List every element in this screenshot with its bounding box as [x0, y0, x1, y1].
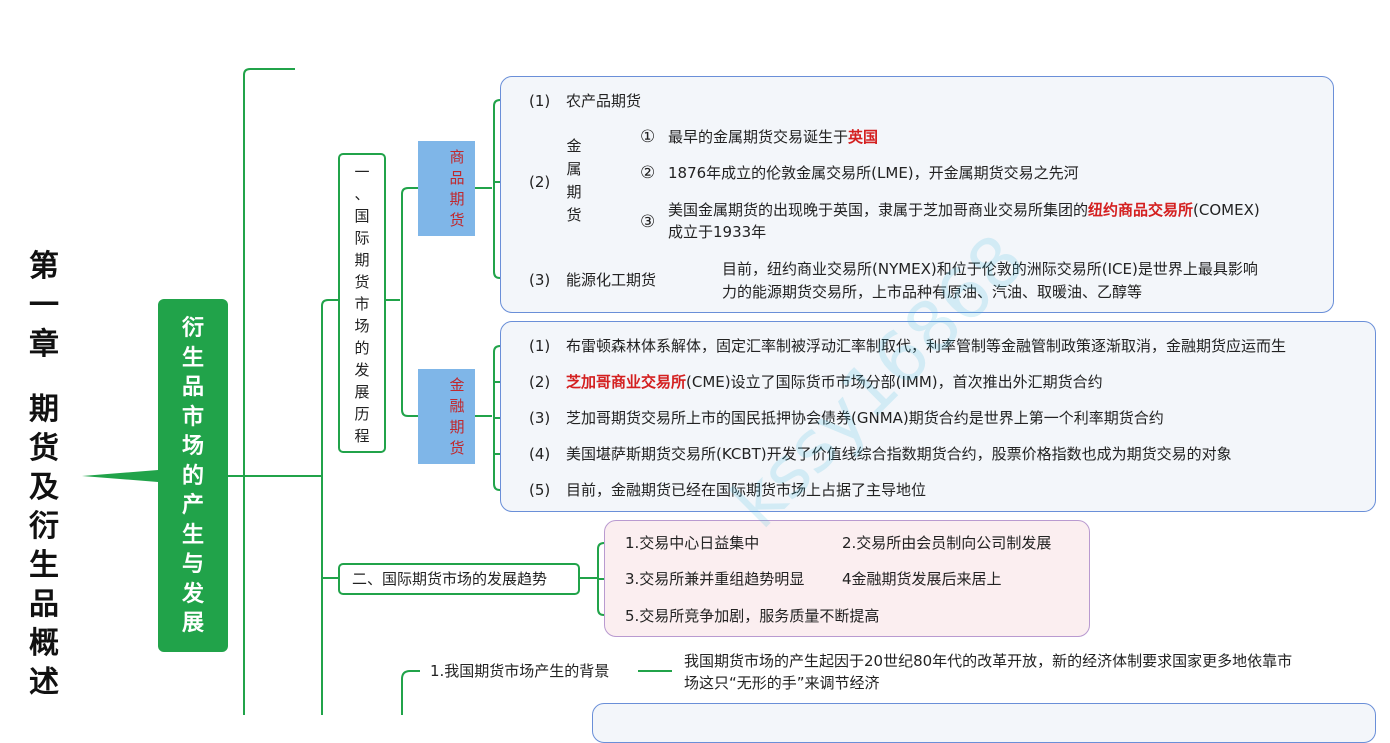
- agri-text: 农产品期货: [566, 92, 642, 110]
- metal-sub2-num: ②: [640, 163, 656, 183]
- metal-sub3-text: 美国金属期货的出现晚于英国，隶属于芝加哥商业交易所集团的纽约商品交易所(COME…: [668, 201, 1260, 219]
- fin-item1-text: 布雷顿森林体系解体，固定汇率制被浮动汇率制取代，利率管制等金融管制政策逐渐取消，…: [566, 337, 1287, 355]
- china-background-line1: 我国期货市场的产生起因于20世纪80年代的改革开放，新的经济体制要求国家更多地依…: [684, 652, 1293, 670]
- commodity-detail-box: [500, 76, 1334, 313]
- topic-branch-line: [321, 299, 338, 715]
- fin-item1-num: (1): [529, 337, 551, 355]
- fin-item5-num: (5): [529, 481, 551, 499]
- fin-item5-text: 目前，金融期货已经在国际期货市场上占据了主导地位: [566, 481, 927, 499]
- commodity-tag[interactable]: 商品期货: [418, 141, 475, 236]
- energy-line1: 目前，纽约商业交易所(NYMEX)和位于伦敦的洲际交易所(ICE)是世界上最具影…: [722, 260, 1258, 278]
- fin-item4-num: (4): [529, 445, 551, 463]
- trend-item3: 3.交易所兼并重组趋势明显: [625, 570, 805, 588]
- financial-tag[interactable]: 金融期货: [418, 369, 475, 464]
- fin-item4-text: 美国堪萨斯期货交易所(KCBT)开发了价值线综合指数期货合约，股票价格指数也成为…: [566, 445, 1232, 463]
- metal-label: 金属期货: [566, 137, 582, 224]
- fin-item2-text: 芝加哥商业交易所(CME)设立了国际货币市场分部(IMM)，首次推出外汇期货合约: [566, 373, 1103, 391]
- metal-sub1-num: ①: [640, 127, 656, 147]
- agri-num: (1): [529, 92, 551, 110]
- fin-item3-num: (3): [529, 409, 551, 427]
- metal-sub3-num: ③: [640, 212, 656, 232]
- financial-detail-box: [500, 321, 1376, 512]
- financial-label: 金融期货: [449, 376, 465, 457]
- chapter-title: 第 一 章 期 货 及 衍 生 品 概 述: [29, 249, 59, 700]
- trend-item1: 1.交易中心日益集中: [625, 534, 760, 552]
- metal-sub3-red: 纽约商品交易所: [1088, 201, 1194, 219]
- arrow-icon: [82, 470, 158, 482]
- trend-item4: 4金融期货发展后来居上: [842, 570, 1002, 588]
- topic2-node[interactable]: 二、国际期货市场的发展趋势: [338, 563, 580, 595]
- metal-num: (2): [529, 173, 551, 191]
- energy-line2: 力的能源期货交易所，上市品种有原油、汽油、取暖油、乙醇等: [722, 283, 1143, 301]
- section-title: 衍生品市场的产生与发展: [181, 316, 204, 636]
- spine-line: [243, 68, 295, 715]
- trend-item5: 5.交易所竞争加剧，服务质量不断提高: [625, 607, 880, 625]
- trend-item2: 2.交易所由会员制向公司制发展: [842, 534, 1052, 552]
- china-background-label[interactable]: 1.我国期货市场产生的背景: [430, 662, 610, 680]
- trends-detail-box: [604, 520, 1090, 637]
- energy-num: (3): [529, 271, 551, 289]
- metal-sub2-text: 1876年成立的伦敦金属交易所(LME)，开金属期货交易之先河: [668, 164, 1079, 182]
- china-background-line2: 场这只“无形的手”来调节经济: [684, 674, 880, 692]
- fin-item2-num: (2): [529, 373, 551, 391]
- fin-item3-text: 芝加哥期货交易所上市的国民抵押协会债券(GNMA)期货合约是世界上第一个利率期货…: [566, 409, 1164, 427]
- topic1-node[interactable]: 一、国际期货市场的发展历程: [338, 153, 386, 453]
- commodity-label: 商品期货: [449, 148, 465, 229]
- section-node[interactable]: 衍生品市场的产生与发展: [158, 299, 228, 652]
- metal-sub3-line2: 成立于1933年: [668, 223, 767, 241]
- metal-sub1-red: 英国: [848, 128, 879, 146]
- metal-sub1-text: 最早的金属期货交易诞生于英国: [668, 128, 879, 146]
- next-detail-box: [592, 703, 1376, 743]
- topic1-title: 一、国际期货市场的发展历程: [354, 163, 370, 445]
- energy-label: 能源化工期货: [566, 271, 657, 289]
- topic2-label: 二、国际期货市场的发展趋势: [352, 570, 548, 588]
- fin-item2-red: 芝加哥商业交易所: [566, 373, 687, 391]
